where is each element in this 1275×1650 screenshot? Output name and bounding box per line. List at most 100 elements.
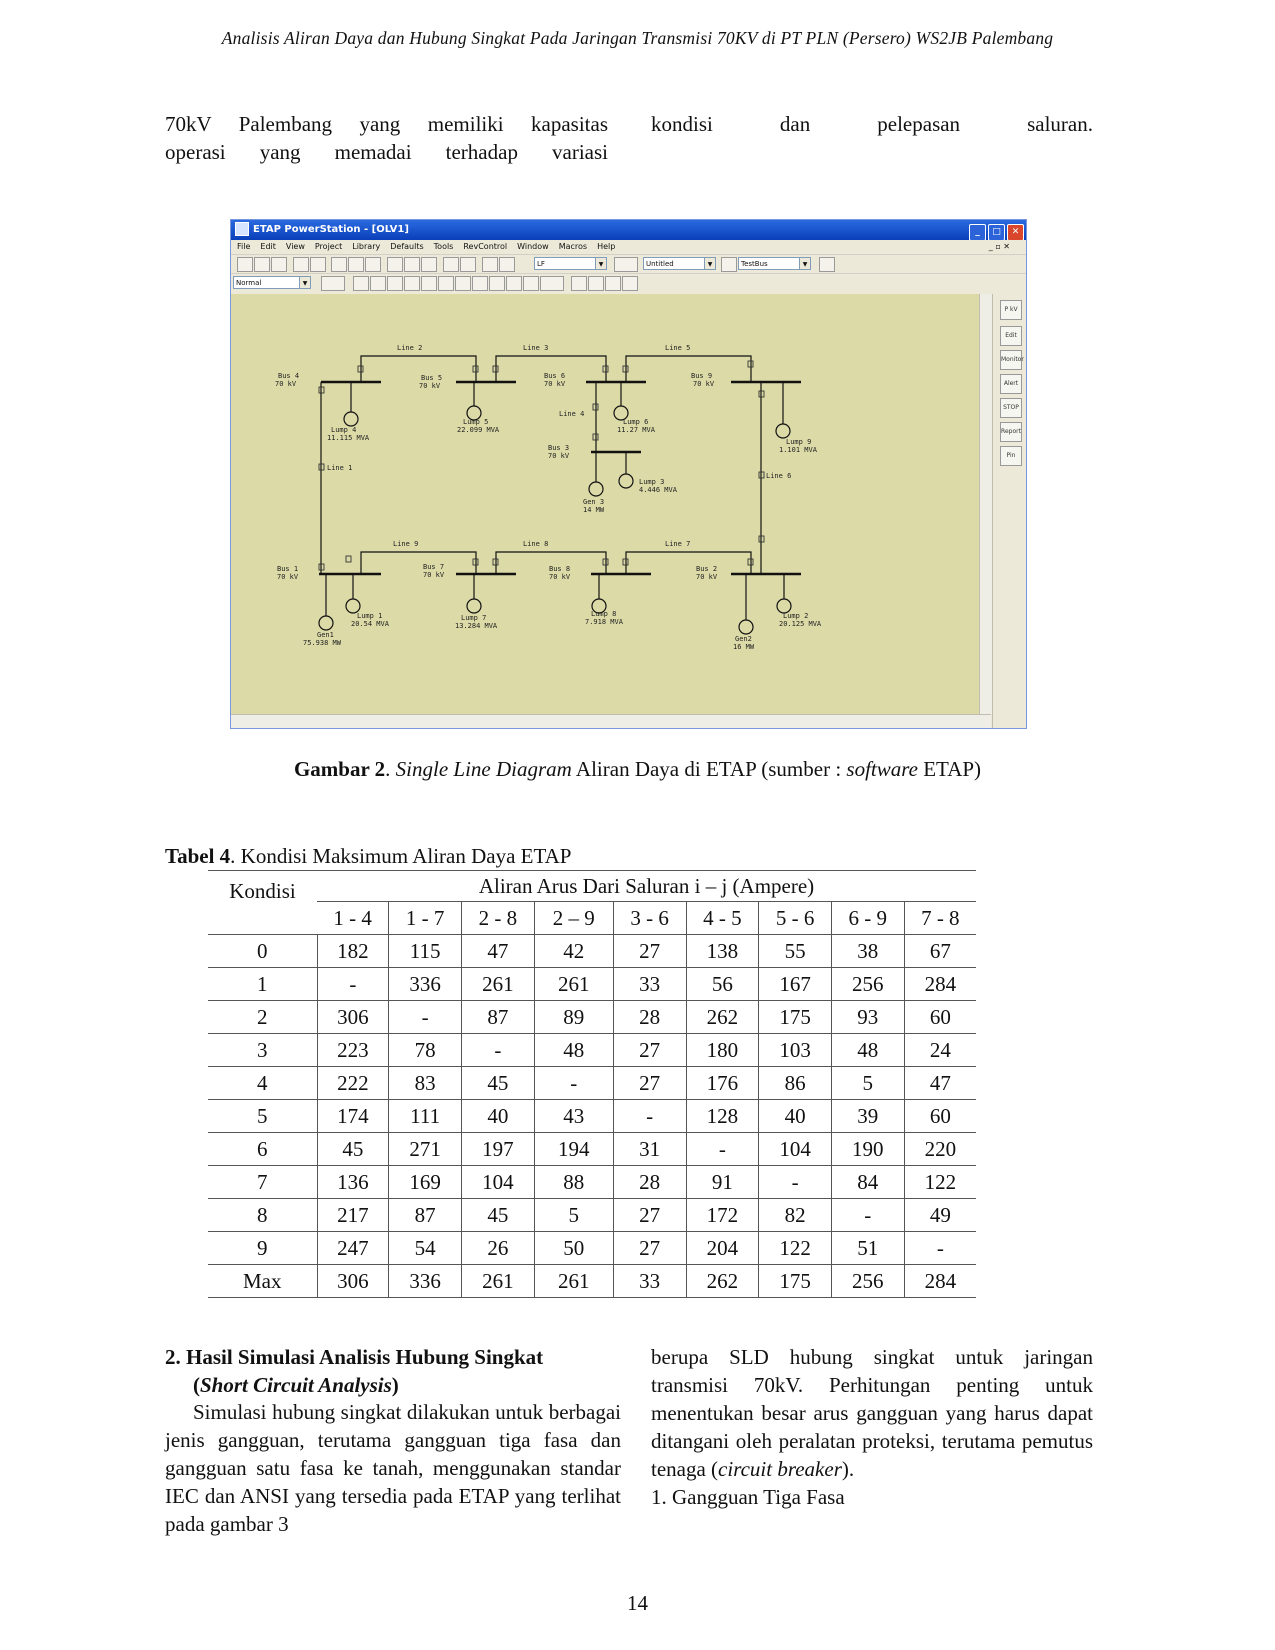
- paste-icon[interactable]: [365, 257, 381, 272]
- lump-3-symbol[interactable]: [618, 473, 634, 489]
- dc-flow-icon[interactable]: [489, 276, 505, 291]
- analysis-icon-b[interactable]: [588, 276, 604, 291]
- revision-value: TestBus: [741, 260, 768, 268]
- battery-icon[interactable]: [506, 276, 522, 291]
- table-cell: 175: [758, 1264, 832, 1298]
- config-icon[interactable]: [721, 257, 737, 272]
- transient-icon[interactable]: [421, 276, 437, 291]
- table-cell: 27: [612, 1198, 687, 1232]
- menu-defaults[interactable]: Defaults: [390, 242, 424, 251]
- pin-icon[interactable]: Pin: [1000, 446, 1022, 466]
- monitor-icon[interactable]: Monitor: [1000, 350, 1024, 370]
- new-icon[interactable]: [237, 257, 253, 272]
- config-select[interactable]: Untitled▼: [643, 257, 716, 270]
- close-button[interactable]: ✕: [1007, 224, 1024, 241]
- reliability-icon[interactable]: [455, 276, 471, 291]
- short-circuit-icon[interactable]: [370, 276, 386, 291]
- print-icon[interactable]: [293, 257, 309, 272]
- lump-7-symbol[interactable]: [466, 598, 482, 614]
- line-8[interactable]: [495, 551, 607, 574]
- protective-device-icon[interactable]: [438, 276, 454, 291]
- check-icon[interactable]: [460, 257, 476, 272]
- lump-9-symbol[interactable]: [775, 423, 791, 439]
- grid-icon[interactable]: [443, 257, 459, 272]
- save-icon[interactable]: [271, 257, 287, 272]
- library-icon[interactable]: [614, 257, 638, 272]
- load-flow-kv-icon[interactable]: P kV: [1000, 300, 1022, 320]
- line-5[interactable]: [625, 355, 752, 382]
- edit-mode-icon[interactable]: [321, 276, 345, 291]
- analysis-icon-c[interactable]: [605, 276, 621, 291]
- row-label-cell: 0: [208, 934, 317, 968]
- bus-4-kv: 70 kV: [275, 380, 297, 388]
- paragraph-right-1: berupa SLD hubung singkat untuk jaringan…: [651, 1345, 1093, 1481]
- etap-toolbar-2: Normal▼: [231, 273, 1026, 292]
- revision-select[interactable]: TestBus▼: [738, 257, 811, 270]
- help-icon[interactable]: [499, 257, 515, 272]
- line-7[interactable]: [625, 551, 752, 574]
- edit-icon[interactable]: Edit: [1000, 326, 1022, 346]
- zoom-out-icon[interactable]: [421, 257, 437, 272]
- line-2[interactable]: [360, 355, 477, 382]
- maximize-button[interactable]: □: [988, 224, 1005, 241]
- table-cell: 103: [758, 1033, 832, 1067]
- menu-edit[interactable]: Edit: [260, 242, 276, 251]
- line-9[interactable]: [360, 551, 477, 574]
- menu-project[interactable]: Project: [314, 242, 343, 251]
- menu-revcontrol[interactable]: RevControl: [463, 242, 508, 251]
- horizontal-scrollbar[interactable]: [231, 714, 991, 728]
- mode-select[interactable]: Normal▼: [233, 276, 311, 289]
- column-header: 5 - 6: [758, 901, 832, 935]
- menu-macros[interactable]: Macros: [558, 242, 588, 251]
- lump-8-symbol[interactable]: [591, 598, 607, 614]
- calculator-icon[interactable]: [482, 257, 498, 272]
- load-flow-icon[interactable]: [353, 276, 369, 291]
- panel-icon[interactable]: [540, 276, 564, 291]
- column-header: 4 - 5: [685, 901, 759, 935]
- mdi-controls[interactable]: _ ▫ ✕: [988, 242, 1010, 251]
- table-cell: 284: [903, 967, 976, 1001]
- lump-4-symbol[interactable]: [343, 411, 359, 427]
- table-cell: 40: [460, 1099, 535, 1133]
- cut-icon[interactable]: [331, 257, 347, 272]
- table-cell: 167: [758, 967, 832, 1001]
- harmonic-icon[interactable]: [404, 276, 420, 291]
- lump-5-symbol[interactable]: [466, 405, 482, 421]
- report-icon[interactable]: Report: [1000, 422, 1022, 442]
- lump-2-symbol[interactable]: [776, 598, 792, 614]
- gen-1-symbol[interactable]: [318, 615, 334, 631]
- optimal-flow-icon[interactable]: [472, 276, 488, 291]
- menu-file[interactable]: File: [237, 242, 251, 251]
- unbalanced-icon[interactable]: [523, 276, 539, 291]
- minimize-button[interactable]: _: [969, 224, 986, 241]
- analysis-icon-d[interactable]: [622, 276, 638, 291]
- pan-icon[interactable]: [387, 257, 403, 272]
- motor-start-icon[interactable]: [387, 276, 403, 291]
- vertical-scrollbar[interactable]: [979, 294, 992, 714]
- stop-icon[interactable]: STOP: [1000, 398, 1022, 418]
- lump-1-symbol[interactable]: [345, 598, 361, 614]
- gen-2-symbol[interactable]: [738, 619, 754, 635]
- gen-3-symbol[interactable]: [588, 481, 604, 497]
- zoom-in-icon[interactable]: [404, 257, 420, 272]
- sld-canvas[interactable]: Line 2 Line 3 Line 5 Line 4 Line 1 Line …: [231, 294, 979, 714]
- menu-window[interactable]: Window: [517, 242, 549, 251]
- copy-icon[interactable]: [348, 257, 364, 272]
- preview-icon[interactable]: [310, 257, 326, 272]
- lump-6-symbol[interactable]: [613, 405, 629, 421]
- line-3[interactable]: [495, 355, 607, 382]
- etap-titlebar: ETAP PowerStation - [OLV1] _□✕: [231, 220, 1026, 241]
- figure-end: ETAP): [917, 757, 982, 781]
- menu-help[interactable]: Help: [597, 242, 616, 251]
- row-label-cell: 6: [208, 1132, 317, 1166]
- list-icon[interactable]: [819, 257, 835, 272]
- study-case-select[interactable]: LF▼: [534, 257, 607, 270]
- open-icon[interactable]: [254, 257, 270, 272]
- menu-view[interactable]: View: [285, 242, 305, 251]
- menu-library[interactable]: Library: [352, 242, 381, 251]
- alert-icon[interactable]: Alert: [1000, 374, 1022, 394]
- menu-tools[interactable]: Tools: [433, 242, 454, 251]
- analysis-icon-a[interactable]: [571, 276, 587, 291]
- gen-2-name: Gen2: [735, 635, 752, 643]
